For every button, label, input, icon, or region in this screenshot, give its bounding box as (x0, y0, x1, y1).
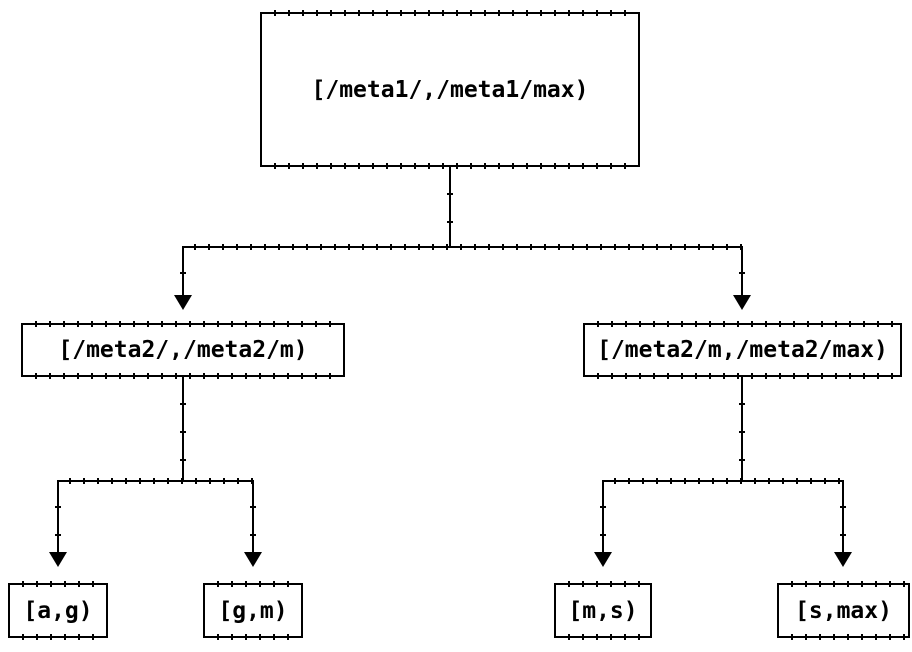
arrowhead-to-meta2-low (174, 295, 192, 310)
edge-meta2-high-branch-line (602, 478, 843, 484)
node-leaf-g-m: [g,m) (203, 581, 303, 640)
edge-meta2-low-branch-line (57, 478, 253, 484)
edge-root-branch-line (182, 244, 743, 250)
edge-meta2-high-trunk-line (739, 377, 745, 480)
arrowhead-to-leaf-g-m (244, 552, 262, 567)
arrowhead-to-leaf-m-s (594, 552, 612, 567)
node-leaf-s-max: [s,max) (777, 581, 910, 640)
node-label: [m,s) (568, 597, 638, 624)
node-leaf-a-g: [a,g) (8, 581, 108, 640)
edge-to-meta2-low-line (180, 246, 186, 295)
node-meta2-low-range: [/meta2/,/meta2/m) (21, 321, 345, 379)
edge-meta2-low-trunk-line (180, 377, 186, 480)
edge-to-leaf-m-s-line (600, 480, 606, 552)
edge-to-leaf-g-m-line (250, 480, 256, 552)
node-root-meta1-range: [/meta1/,/meta1/max) (260, 10, 640, 169)
node-label: [a,g) (23, 597, 93, 624)
edge-to-leaf-s-max-line (840, 480, 846, 552)
node-label: [/meta2/m,/meta2/max) (597, 337, 888, 363)
edge-to-meta2-high-line (739, 246, 745, 295)
arrowhead-to-leaf-s-max (834, 552, 852, 567)
arrowhead-to-leaf-a-g (49, 552, 67, 567)
edge-root-trunk-line (447, 167, 453, 246)
node-label: [/meta2/,/meta2/m) (58, 337, 308, 363)
node-label: [g,m) (218, 597, 288, 624)
arrowhead-to-meta2-high (733, 295, 751, 310)
node-label: [/meta1/,/meta1/max) (311, 76, 589, 103)
node-leaf-m-s: [m,s) (554, 581, 652, 640)
edge-to-leaf-a-g-line (55, 480, 61, 552)
node-meta2-high-range: [/meta2/m,/meta2/max) (583, 321, 902, 379)
node-label: [s,max) (795, 597, 892, 624)
